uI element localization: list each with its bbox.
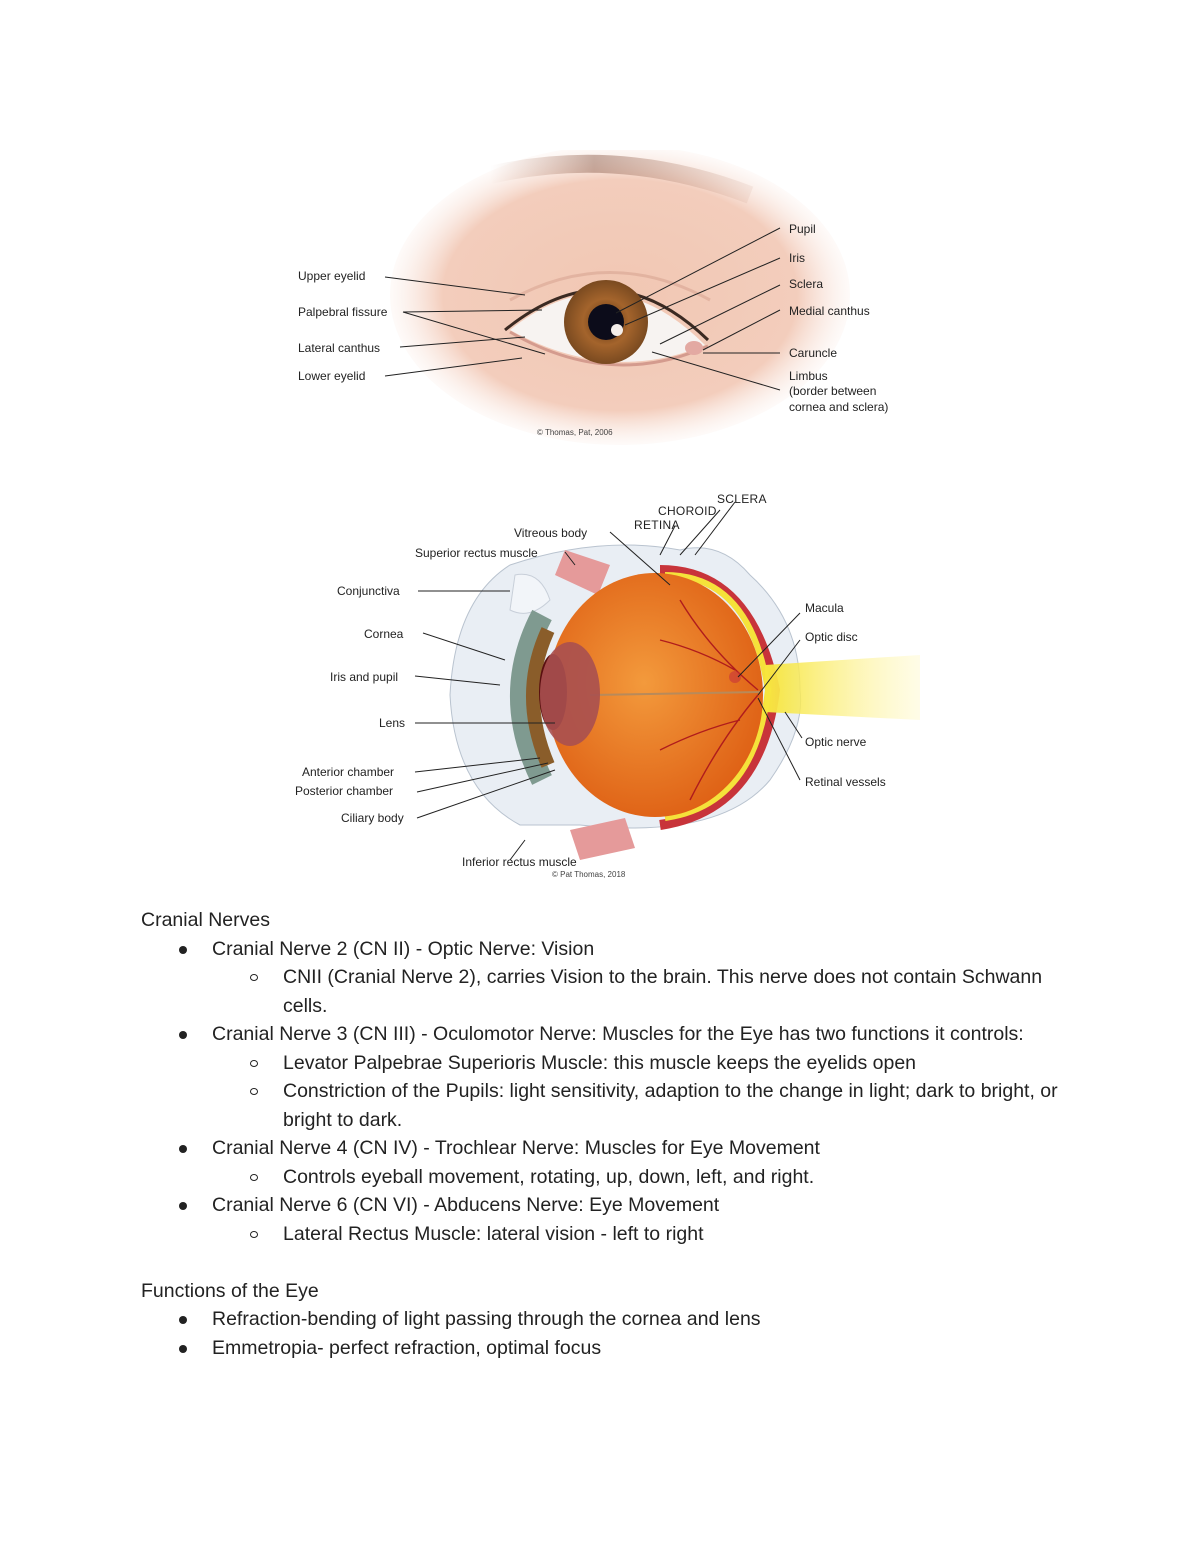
hollow-bullet-icon bbox=[250, 1059, 258, 1067]
spacer bbox=[141, 1248, 1061, 1277]
sub-list-item-text: Controls eyeball movement, rotating, up,… bbox=[283, 1165, 815, 1188]
label-caruncle: Caruncle bbox=[789, 346, 838, 360]
external-eye-figure: Upper eyelid Palpebral fissure Lateral c… bbox=[280, 150, 920, 450]
label-inferior-rectus-muscle: Inferior rectus muscle bbox=[462, 855, 577, 869]
list-item: Cranial Nerve 6 (CN VI) - Abducens Nerve… bbox=[141, 1191, 1061, 1248]
label-posterior-chamber: Posterior chamber bbox=[295, 784, 394, 798]
sub-list: Levator Palpebrae Superioris Muscle: thi… bbox=[212, 1049, 1061, 1135]
bullet-icon bbox=[179, 1031, 187, 1039]
label-retina: RETINA bbox=[634, 518, 680, 532]
bullet-icon bbox=[179, 1344, 187, 1353]
sub-list-item: Lateral Rectus Muscle: lateral vision - … bbox=[212, 1220, 1061, 1249]
bullet-icon bbox=[179, 1316, 187, 1324]
hollow-bullet-icon bbox=[250, 1088, 258, 1095]
functions-list: Refraction-bending of light passing thro… bbox=[141, 1305, 1061, 1362]
list-item: Cranial Nerve 2 (CN II) - Optic Nerve: V… bbox=[141, 935, 1061, 1021]
label-limbus-desc-2: cornea and sclera) bbox=[789, 400, 889, 414]
eye-cross-section-illustration bbox=[414, 501, 920, 861]
sub-list-item-text: CNII (Cranial Nerve 2), carries Vision t… bbox=[283, 966, 1043, 1017]
bullet-icon bbox=[179, 1202, 187, 1210]
label-optic-nerve: Optic nerve bbox=[805, 735, 867, 749]
list-item-text: Cranial Nerve 4 (CN IV) - Trochlear Nerv… bbox=[212, 1137, 820, 1159]
list-item: Emmetropia- perfect refraction, optimal … bbox=[141, 1334, 1061, 1363]
bullet-icon bbox=[179, 1145, 187, 1153]
sub-list-item-text: Levator Palpebrae Superioris Muscle: thi… bbox=[283, 1051, 917, 1074]
label-sclera: SCLERA bbox=[717, 492, 767, 506]
sub-list: Controls eyeball movement, rotating, up,… bbox=[212, 1163, 1061, 1192]
notes-body: Cranial Nerves Cranial Nerve 2 (CN II) -… bbox=[141, 906, 1061, 1362]
list-item-text: Cranial Nerve 3 (CN III) - Oculomotor Ne… bbox=[212, 1023, 1024, 1045]
sub-list-item: Levator Palpebrae Superioris Muscle: thi… bbox=[212, 1049, 1061, 1078]
label-lateral-canthus: Lateral canthus bbox=[298, 341, 381, 355]
label-upper-eyelid: Upper eyelid bbox=[298, 269, 366, 283]
section-heading-cranial-nerves: Cranial Nerves bbox=[141, 909, 270, 931]
sub-list-item-text: Constriction of the Pupils: light sensit… bbox=[283, 1080, 1058, 1131]
cranial-nerves-list: Cranial Nerve 2 (CN II) - Optic Nerve: V… bbox=[141, 935, 1061, 1249]
hollow-bullet-icon bbox=[250, 1230, 258, 1238]
label-superior-rectus-muscle: Superior rectus muscle bbox=[415, 546, 538, 560]
list-item: Refraction-bending of light passing thro… bbox=[141, 1305, 1061, 1334]
label-palpebral-fissure: Palpebral fissure bbox=[298, 305, 388, 319]
label-ciliary-body: Ciliary body bbox=[341, 811, 404, 825]
external-eye-illustration bbox=[384, 150, 850, 445]
list-item-text: Cranial Nerve 2 (CN II) - Optic Nerve: V… bbox=[212, 937, 595, 960]
label-lower-eyelid: Lower eyelid bbox=[298, 369, 366, 383]
list-item-text: Emmetropia- perfect refraction, optimal … bbox=[212, 1336, 602, 1359]
label-iris: Iris bbox=[789, 251, 805, 265]
section-heading-functions-of-the-eye: Functions of the Eye bbox=[141, 1279, 319, 1302]
sub-list: Lateral Rectus Muscle: lateral vision - … bbox=[212, 1220, 1061, 1249]
figure1-credit: © Thomas, Pat, 2006 bbox=[537, 428, 613, 437]
label-iris-and-pupil: Iris and pupil bbox=[330, 670, 399, 684]
label-lens: Lens bbox=[379, 716, 406, 730]
label-sclera: Sclera bbox=[789, 277, 824, 291]
label-pupil: Pupil bbox=[789, 222, 816, 236]
label-choroid: CHOROID bbox=[658, 504, 717, 518]
label-macula: Macula bbox=[805, 601, 844, 615]
label-optic-disc: Optic disc bbox=[805, 630, 858, 644]
sub-list-item: Constriction of the Pupils: light sensit… bbox=[212, 1077, 1061, 1134]
label-vitreous-body: Vitreous body bbox=[514, 526, 588, 540]
hollow-bullet-icon bbox=[250, 1173, 258, 1181]
hollow-bullet-icon bbox=[250, 974, 258, 981]
list-item-text: Refraction-bending of light passing thro… bbox=[212, 1308, 761, 1330]
label-medial-canthus: Medial canthus bbox=[789, 304, 870, 318]
eye-cross-section-figure: SCLERA CHOROID RETINA Vitreous body Supe… bbox=[280, 480, 920, 880]
list-item: Cranial Nerve 4 (CN IV) - Trochlear Nerv… bbox=[141, 1134, 1061, 1191]
bullet-icon bbox=[179, 945, 187, 954]
label-conjunctiva: Conjunctiva bbox=[337, 584, 400, 598]
label-limbus: Limbus bbox=[789, 369, 828, 383]
sub-list-item: Controls eyeball movement, rotating, up,… bbox=[212, 1163, 1061, 1192]
label-anterior-chamber: Anterior chamber bbox=[302, 765, 395, 779]
figure2-credit: © Pat Thomas, 2018 bbox=[552, 870, 626, 879]
label-limbus-desc-1: (border between bbox=[789, 384, 877, 398]
label-cornea: Cornea bbox=[364, 627, 404, 641]
sub-list-item-text: Lateral Rectus Muscle: lateral vision - … bbox=[283, 1222, 704, 1245]
list-item-text: Cranial Nerve 6 (CN VI) - Abducens Nerve… bbox=[212, 1194, 720, 1216]
sub-list-item: CNII (Cranial Nerve 2), carries Vision t… bbox=[212, 963, 1061, 1020]
sub-list: CNII (Cranial Nerve 2), carries Vision t… bbox=[212, 963, 1061, 1020]
label-retinal-vessels: Retinal vessels bbox=[805, 775, 886, 789]
list-item: Cranial Nerve 3 (CN III) - Oculomotor Ne… bbox=[141, 1020, 1061, 1134]
